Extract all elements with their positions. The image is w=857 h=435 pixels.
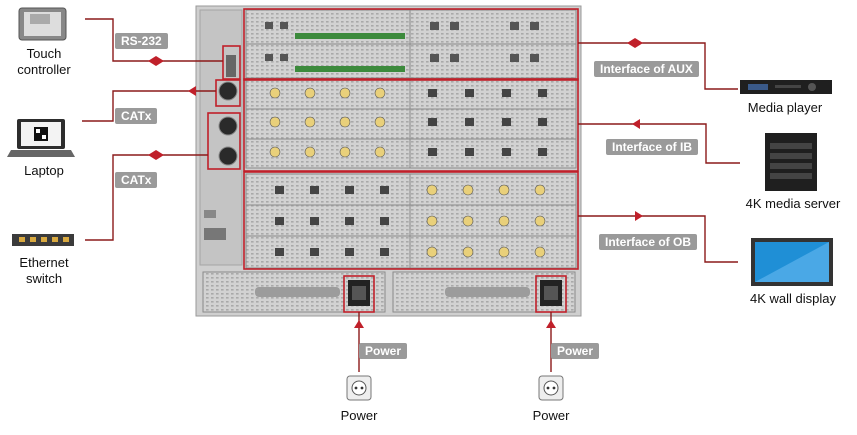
touch-controller-label: Touch controller [17, 46, 71, 77]
catx-tag-1: CATx [115, 108, 158, 124]
ib-interface-tag: Interface of IB [606, 139, 699, 155]
wall-display-icon [751, 238, 833, 286]
aux-interface-tag: Interface of AUX [594, 61, 699, 77]
highlight-boxes [207, 8, 579, 313]
wall-display-label: 4K wall display [750, 291, 836, 306]
media-player-label: Media player [747, 100, 823, 115]
ethernet-switch-label: Ethernet switch [19, 255, 69, 286]
rs232-tag: RS-232 [115, 33, 168, 49]
power-tag-left: Power [359, 343, 408, 359]
power-outlet-icon [346, 375, 372, 401]
media-server-icon [765, 133, 817, 191]
power-left-label: Power [340, 408, 378, 423]
laptop-label: Laptop [24, 163, 64, 178]
connection-arrows [148, 38, 643, 328]
media-player-icon [740, 80, 832, 94]
media-server-label: 4K media server [745, 196, 841, 211]
matrix-chassis [195, 5, 582, 317]
power-outlet-icon [538, 375, 564, 401]
catx-tag-2: CATx [115, 172, 158, 188]
touch-controller-icon [18, 7, 67, 41]
ethernet-switch-icon [12, 234, 74, 246]
laptop-icon [7, 119, 75, 157]
power-right-label: Power [532, 408, 570, 423]
power-tag-right: Power [551, 343, 600, 359]
ob-interface-tag: Interface of OB [599, 234, 698, 250]
